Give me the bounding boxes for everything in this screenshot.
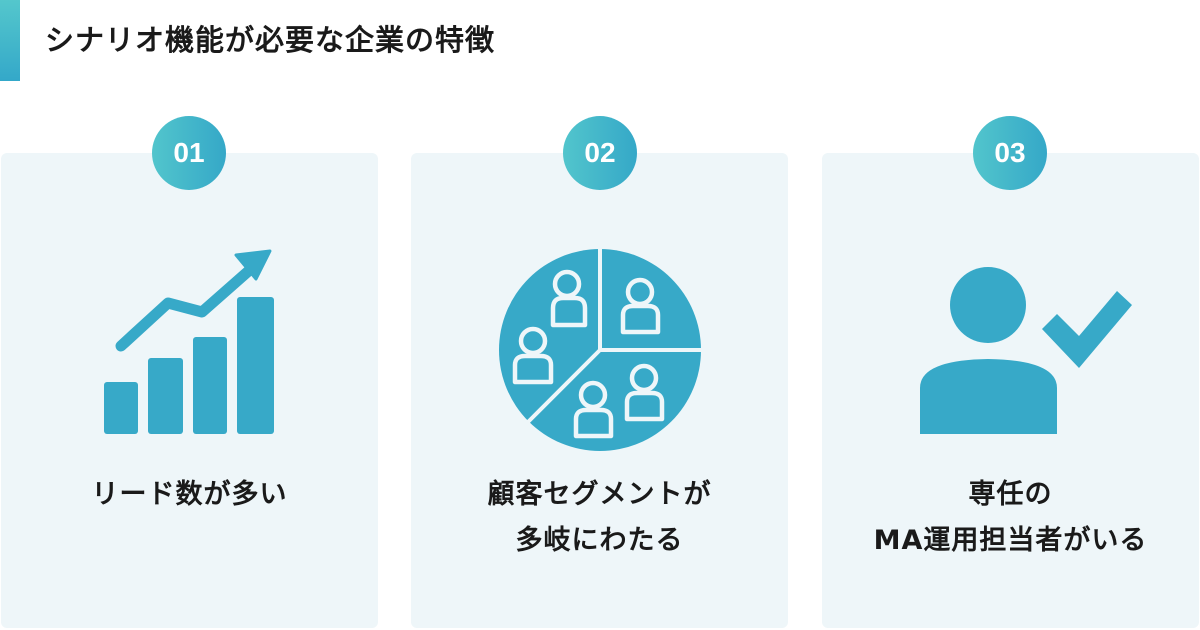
- person-check-icon: [920, 267, 1132, 434]
- card-3-label-line-2: MA運用担当者がいる: [873, 525, 1148, 556]
- feature-card-1: [1, 153, 378, 628]
- card-3-label: 専任の MA運用担当者がいる: [822, 472, 1199, 564]
- number-badge-2: 02: [563, 116, 637, 190]
- card-2-label-line-1: 顧客セグメントが: [487, 479, 712, 510]
- segmented-pie-people-icon: [499, 249, 702, 451]
- bar-chart-growth-icon: [104, 249, 274, 434]
- card-1-label-line-1: リード数が多い: [91, 479, 288, 510]
- number-badge-1: 01: [152, 116, 226, 190]
- card-3-label-line-1: 専任の: [968, 479, 1053, 510]
- title-accent-bar: [0, 0, 20, 81]
- page-title: シナリオ機能が必要な企業の特徴: [45, 23, 496, 57]
- number-badge-3: 03: [973, 116, 1047, 190]
- card-1-label: リード数が多い: [1, 472, 378, 518]
- card-2-label: 顧客セグメントが 多岐にわたる: [411, 472, 788, 564]
- card-2-label-line-2: 多岐にわたる: [515, 525, 684, 556]
